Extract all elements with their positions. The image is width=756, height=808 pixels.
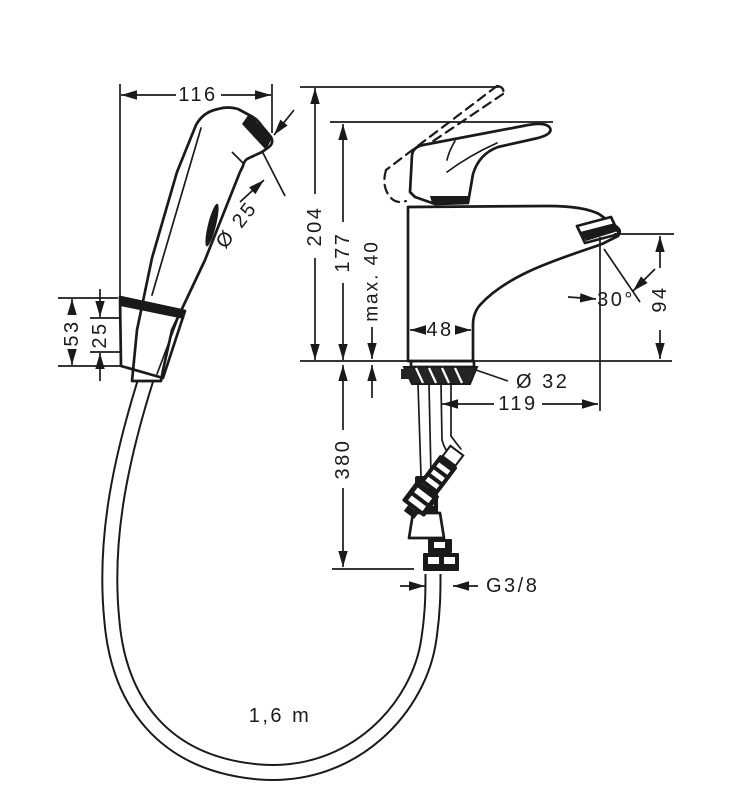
dim-119-label: 119: [498, 393, 537, 415]
angled-hose-fitting: [402, 444, 465, 519]
dim-177-label: 177: [332, 232, 354, 273]
dimension-25: 25: [89, 289, 122, 381]
dimension-380: 380: [332, 365, 414, 570]
dimension-119: 119: [442, 237, 601, 415]
dim-53-label: 53: [61, 319, 83, 346]
dim-116-label: 116: [178, 84, 217, 106]
holder-outline: [118, 295, 187, 380]
dim-204-label: 204: [304, 206, 326, 247]
dimension-spray-angle: 30°: [567, 248, 656, 311]
dim-25-label: 25: [89, 321, 111, 348]
holder-inner-line: [156, 320, 178, 375]
flange-hatching: [415, 367, 463, 384]
dimension-53: 53: [58, 297, 123, 367]
dim-380-label: 380: [332, 439, 354, 480]
dim-hose-length-label: 1,6 m: [249, 705, 312, 727]
handle-inner-line: [151, 127, 202, 296]
shower-holder: [118, 295, 187, 380]
dimension-hole-diameter: Ø 32: [472, 368, 569, 393]
faucet-body: [406, 204, 622, 363]
aerator-face: [580, 223, 618, 241]
dimension-48: 48: [410, 319, 471, 341]
flange-tab: [401, 369, 412, 379]
hose-fill: [103, 377, 440, 779]
shower-hose: [101, 376, 442, 781]
supply-tubes: [417, 383, 462, 477]
dimension-max-40: max. 40: [362, 240, 383, 398]
dim-thread-label: G3/8: [486, 575, 539, 597]
body-outline: [406, 204, 622, 363]
dim-spray-angle-label: 30°: [597, 289, 635, 311]
dimension-116: 116: [119, 84, 273, 297]
faucet-lever: [408, 122, 552, 206]
lever-grip-line: [446, 142, 498, 173]
dim-max-40-label: max. 40: [362, 240, 383, 322]
dimension-thread: G3/8: [400, 575, 539, 597]
spray-face: [242, 114, 272, 150]
dim-94-label: 94: [649, 285, 671, 312]
handle-trigger: [205, 203, 219, 247]
dimension-204: 204: [300, 86, 499, 360]
hand-shower: [130, 106, 274, 383]
dim-48-label: 48: [426, 319, 453, 341]
lever-outline: [408, 122, 552, 206]
holder-top-band: [120, 297, 185, 319]
dimension-177: 177: [330, 121, 553, 360]
dim-hole-diameter-label: Ø 32: [516, 371, 569, 393]
lever-detail-line: [446, 140, 456, 161]
lever-base-band: [430, 196, 468, 203]
flange-base: [402, 366, 479, 385]
dimension-94: 94: [614, 233, 674, 359]
hand-shower-outline: [130, 106, 274, 383]
mounting-hardware: [401, 359, 479, 477]
